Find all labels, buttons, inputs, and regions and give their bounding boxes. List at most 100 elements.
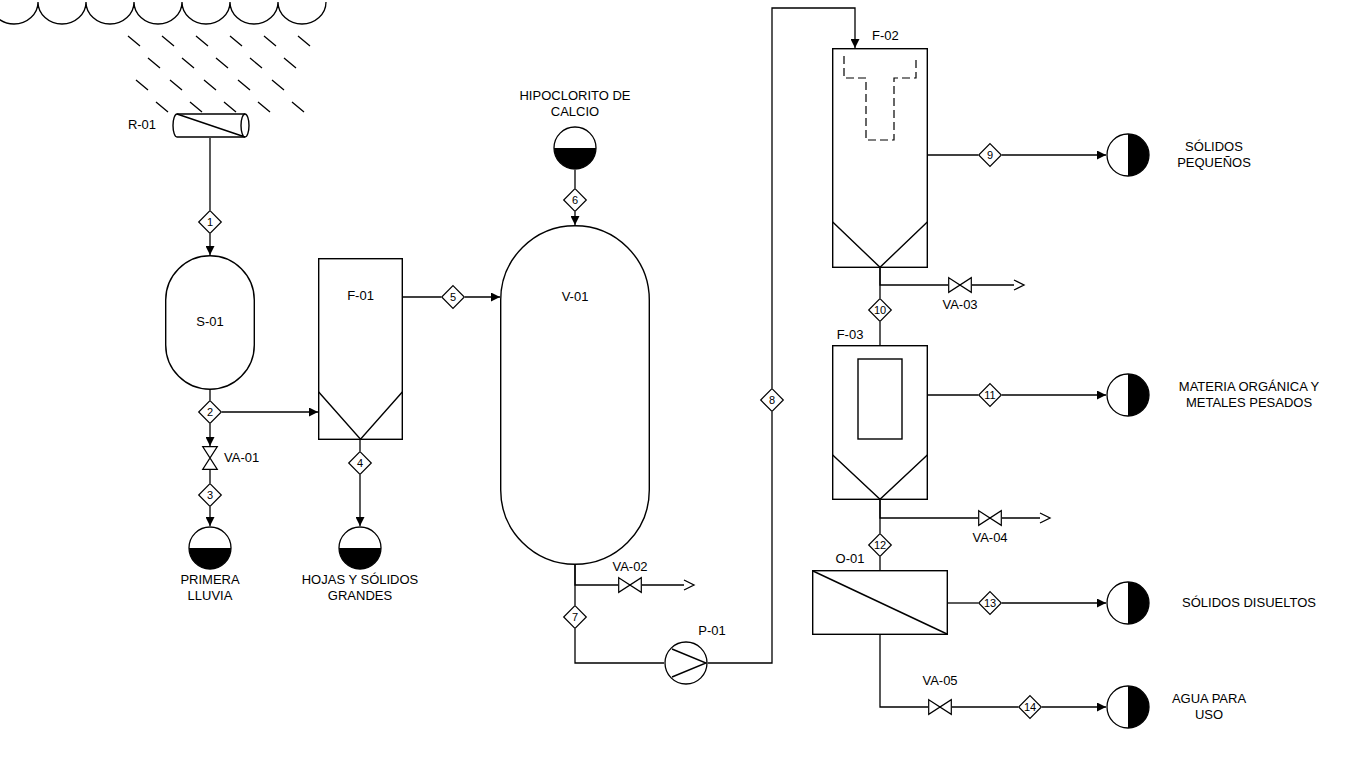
filter-box: F-03 bbox=[832, 345, 928, 500]
process-stream bbox=[209, 424, 210, 446]
process-stream bbox=[209, 507, 210, 526]
process-stream bbox=[879, 268, 880, 298]
filter-box: F-02 bbox=[832, 48, 928, 268]
valve-symbol-outline bbox=[618, 577, 642, 593]
process-stream bbox=[1042, 706, 1106, 707]
equipment-label: SÓLIDOS PEQUEÑOS bbox=[1164, 139, 1264, 171]
process-stream bbox=[928, 154, 978, 155]
stream-number: 14 bbox=[1018, 695, 1042, 719]
stream-number: 11 bbox=[978, 383, 1002, 407]
process-stream bbox=[1002, 154, 1106, 155]
open-drain bbox=[1002, 513, 1050, 523]
stream-number: 1 bbox=[198, 210, 222, 234]
terminal-circle: PRIMERA LLUVIA bbox=[188, 526, 232, 570]
process-stream bbox=[879, 322, 880, 345]
stream-number: 13 bbox=[978, 591, 1002, 615]
stream-number: 12 bbox=[874, 539, 886, 551]
process-stream bbox=[879, 557, 880, 570]
process-stream bbox=[209, 138, 210, 210]
stream-number: 7 bbox=[572, 611, 578, 623]
terminal-circle: HIPOCLORITO DE CALCIO bbox=[553, 126, 597, 170]
terminal-circle: SÓLIDOS DISUELTOS bbox=[1106, 581, 1150, 625]
stream-number: 13 bbox=[984, 597, 996, 609]
stream-number: 12 bbox=[868, 533, 892, 557]
process-stream bbox=[209, 390, 210, 400]
gutter-collector-outline bbox=[172, 113, 250, 138]
stream-number: 8 bbox=[760, 388, 784, 412]
stream-number: 8 bbox=[769, 394, 775, 406]
process-stream bbox=[879, 500, 880, 533]
rain-cloud bbox=[0, 2, 326, 112]
equipment-label: F-01 bbox=[347, 288, 374, 304]
equipment-label: VA-01 bbox=[224, 450, 259, 466]
terminal-circle-outline bbox=[188, 526, 232, 570]
process-stream bbox=[222, 411, 318, 412]
filter-box-outline bbox=[832, 48, 928, 268]
stream-number: 4 bbox=[348, 451, 372, 475]
valve-symbol: VA-03 bbox=[948, 277, 972, 293]
valve-symbol-outline bbox=[948, 277, 972, 293]
process-stream bbox=[403, 296, 441, 297]
equipment-label: HIPOCLORITO DE CALCIO bbox=[510, 88, 640, 120]
process-stream bbox=[209, 470, 210, 483]
terminal-circle: AGUA PARA USO bbox=[1106, 685, 1150, 729]
valve-symbol: VA-01 bbox=[202, 446, 218, 470]
rain-strokes bbox=[0, 2, 326, 112]
terminal-circle-outline bbox=[338, 526, 382, 570]
terminal-circle-outline bbox=[1106, 133, 1150, 177]
equipment-label: VA-04 bbox=[972, 530, 1007, 546]
process-stream bbox=[880, 268, 948, 285]
filter-box: F-01 bbox=[318, 258, 403, 440]
osmosis-unit-outline bbox=[812, 570, 948, 635]
equipment-label: S-01 bbox=[196, 314, 223, 330]
filter-box-outline bbox=[832, 345, 928, 500]
valve-symbol: VA-05 bbox=[928, 699, 952, 715]
equipment-label: HOJAS Y SÓLIDOS GRANDES bbox=[290, 572, 430, 604]
equipment-label: VA-05 bbox=[922, 673, 957, 689]
osmosis-unit: O-01 bbox=[812, 570, 948, 635]
gutter-collector: R-01 bbox=[172, 113, 250, 138]
equipment-label: O-01 bbox=[836, 551, 865, 567]
process-stream bbox=[880, 500, 978, 518]
stream-number: 10 bbox=[868, 298, 892, 322]
stream-number: 1 bbox=[207, 216, 213, 228]
equipment-label: MATERIA ORGÁNICA Y METALES PESADOS bbox=[1164, 379, 1334, 411]
process-stream bbox=[928, 394, 978, 395]
terminal-circle-outline bbox=[1106, 373, 1150, 417]
pump-symbol-outline bbox=[664, 641, 708, 685]
equipment-label: P-01 bbox=[698, 623, 725, 639]
stream-number: 9 bbox=[987, 149, 993, 161]
filter-box-outline bbox=[318, 258, 403, 440]
equipment-label: R-01 bbox=[128, 117, 156, 133]
stream-number: 3 bbox=[207, 489, 213, 501]
process-stream bbox=[574, 212, 575, 225]
settler-vessel: S-01 bbox=[165, 255, 255, 390]
terminal-circle: SÓLIDOS PEQUEÑOS bbox=[1106, 133, 1150, 177]
equipment-label: F-03 bbox=[837, 327, 864, 343]
process-stream bbox=[209, 234, 210, 255]
process-stream bbox=[465, 296, 500, 297]
terminal-circle-outline bbox=[1106, 581, 1150, 625]
stream-number: 6 bbox=[563, 188, 587, 212]
stream-number: 4 bbox=[357, 457, 363, 469]
process-stream bbox=[575, 629, 664, 663]
equipment-label: F-02 bbox=[872, 28, 899, 44]
stream-number: 2 bbox=[207, 406, 213, 418]
process-stream bbox=[880, 635, 928, 707]
terminal-circle: HOJAS Y SÓLIDOS GRANDES bbox=[338, 526, 382, 570]
pump-symbol: P-01 bbox=[664, 641, 708, 685]
valve-symbol: VA-02 bbox=[618, 577, 642, 593]
process-stream bbox=[948, 602, 978, 603]
stream-number: 6 bbox=[572, 194, 578, 206]
process-stream bbox=[359, 440, 360, 451]
valve-symbol-outline bbox=[978, 510, 1002, 526]
stream-number: 10 bbox=[874, 304, 886, 316]
stream-number: 14 bbox=[1024, 701, 1036, 713]
open-drain bbox=[642, 580, 694, 590]
stream-number: 3 bbox=[198, 483, 222, 507]
equipment-label: SÓLIDOS DISUELTOS bbox=[1164, 595, 1334, 611]
process-stream bbox=[359, 475, 360, 526]
stream-number: 2 bbox=[198, 400, 222, 424]
process-stream bbox=[952, 706, 1018, 707]
valve-symbol-outline bbox=[202, 446, 218, 470]
